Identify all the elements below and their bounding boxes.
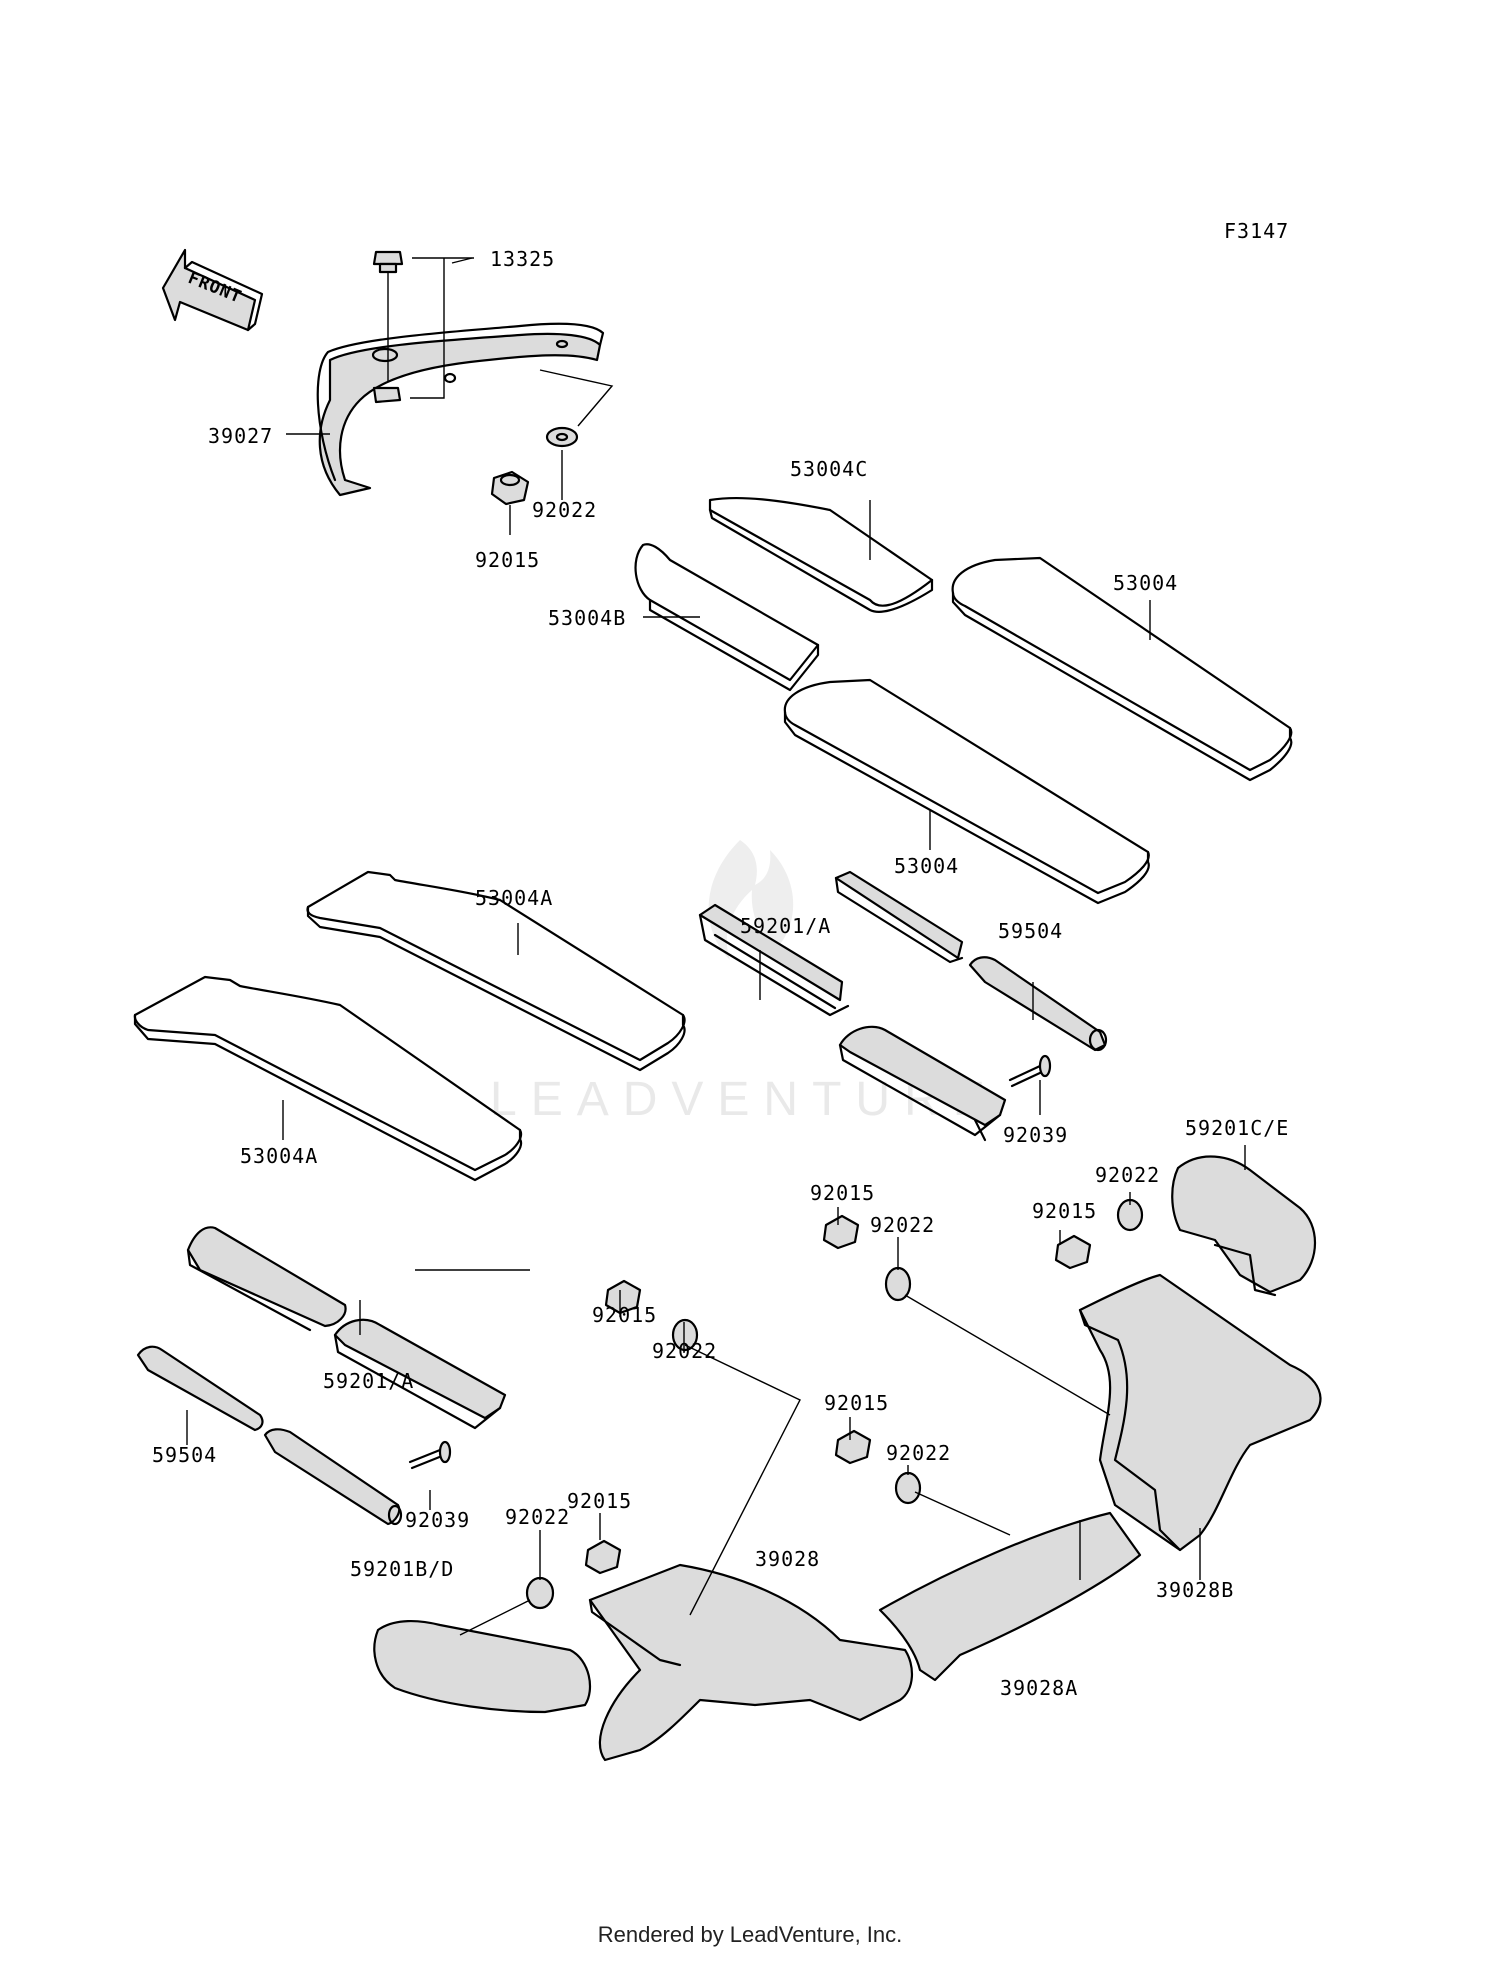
mat-53004-a bbox=[951, 556, 1293, 782]
nut-92015-e bbox=[834, 1429, 872, 1465]
callout-53004-b: 53004 bbox=[894, 854, 959, 878]
nut-92015-f bbox=[584, 1539, 622, 1575]
figure-code: F3147 bbox=[1224, 219, 1289, 243]
nut-92015-d bbox=[604, 1279, 642, 1315]
rail-59201A-lower-3 bbox=[263, 1428, 403, 1526]
callout-59201A-a: 59201/A bbox=[740, 914, 831, 938]
callout-59201BD: 59201B/D bbox=[350, 1557, 454, 1581]
watermark-text: LEADVENTURE bbox=[490, 1073, 999, 1126]
nut-92015-b bbox=[822, 1214, 860, 1250]
rail-59504-lower bbox=[136, 1345, 264, 1432]
cover-39028A bbox=[878, 1511, 1142, 1682]
callout-92015-a: 92015 bbox=[475, 548, 540, 572]
callout-92015-c: 92015 bbox=[810, 1181, 875, 1205]
callout-53004B: 53004B bbox=[548, 606, 626, 630]
cover-59201CE bbox=[1171, 1155, 1317, 1297]
rail-59201A-lower-1 bbox=[186, 1226, 347, 1332]
callout-92022-f: 92022 bbox=[505, 1505, 570, 1529]
callout-92022-e: 92022 bbox=[886, 1441, 951, 1465]
callout-39028A: 39028A bbox=[1000, 1676, 1078, 1700]
rail-59201A-upper-1 bbox=[834, 870, 964, 964]
cover-39028B bbox=[1078, 1273, 1322, 1552]
front-arrow-icon: FRONT bbox=[161, 248, 264, 332]
callout-92022-b: 92022 bbox=[1095, 1163, 1160, 1187]
callout-92022-d: 92022 bbox=[652, 1339, 717, 1363]
nut-92015-a bbox=[490, 470, 530, 506]
callout-39028: 39028 bbox=[755, 1547, 820, 1571]
mat-53004B bbox=[634, 543, 820, 692]
callout-92039-a: 92039 bbox=[1003, 1123, 1068, 1147]
grip-39027 bbox=[316, 322, 605, 497]
callout-39028B: 39028B bbox=[1156, 1578, 1234, 1602]
callout-92015-f: 92015 bbox=[567, 1489, 632, 1513]
washer-92022-f bbox=[525, 1576, 555, 1610]
mat-53004A-b bbox=[133, 975, 523, 1182]
rail-59201A-upper-2 bbox=[698, 903, 850, 1017]
pin-92039-upper bbox=[1008, 1054, 1052, 1088]
cover-39028 bbox=[588, 1563, 913, 1762]
callout-92015-d: 92015 bbox=[592, 1303, 657, 1327]
mat-53004-b bbox=[783, 678, 1150, 905]
mat-53004A-a bbox=[306, 870, 686, 1072]
callout-53004A-a: 53004A bbox=[475, 886, 553, 910]
washer-92022-d bbox=[671, 1318, 699, 1352]
callout-53004C: 53004C bbox=[790, 457, 868, 481]
washer-92022-e bbox=[894, 1471, 922, 1505]
callout-92015-b: 92015 bbox=[1032, 1199, 1097, 1223]
callout-53004A-b: 53004A bbox=[240, 1144, 318, 1168]
callout-59201A-b: 59201/A bbox=[323, 1369, 414, 1393]
callout-92039-b: 92039 bbox=[405, 1508, 470, 1532]
callout-92022-a: 92022 bbox=[532, 498, 597, 522]
washer-92022-a bbox=[545, 426, 579, 448]
callout-59504-a: 59504 bbox=[998, 919, 1063, 943]
pin-92039-lower bbox=[408, 1440, 452, 1470]
callout-39027: 39027 bbox=[208, 424, 273, 448]
callout-59504-b: 59504 bbox=[152, 1443, 217, 1467]
rail-59201A-lower-2 bbox=[333, 1318, 507, 1430]
rail-59201A-upper-3 bbox=[838, 1025, 1007, 1142]
callout-13325: 13325 bbox=[490, 247, 555, 271]
nut-92015-c bbox=[1054, 1234, 1092, 1270]
callout-53004-a: 53004 bbox=[1113, 571, 1178, 595]
callout-92022-c: 92022 bbox=[870, 1213, 935, 1237]
callout-59201CE: 59201C/E bbox=[1185, 1116, 1289, 1140]
watermark: LEADVENTURE bbox=[490, 840, 999, 1126]
cover-59201BD bbox=[373, 1619, 592, 1714]
rail-59504-upper bbox=[968, 956, 1108, 1052]
callout-92015-e: 92015 bbox=[824, 1391, 889, 1415]
footer-credit: Rendered by LeadVenture, Inc. bbox=[597, 1922, 903, 1947]
mat-53004C bbox=[708, 496, 934, 613]
